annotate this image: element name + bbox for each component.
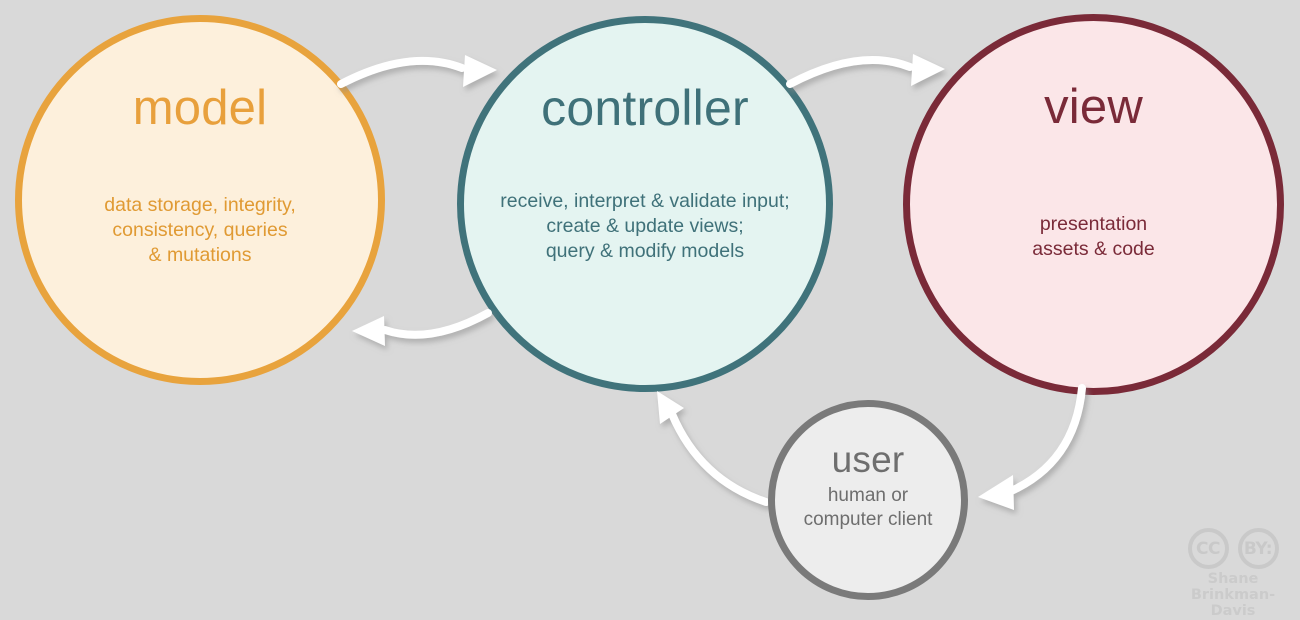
node-model-desc-line: data storage, integrity,: [104, 194, 296, 216]
node-view-desc-line: presentation: [1039, 213, 1148, 235]
attribution-badge: CC BY: Shane Brinkman-Davis: [1174, 528, 1292, 620]
arrow-model-to-controller: [337, 55, 497, 88]
node-user-desc-line: human or: [827, 485, 909, 506]
node-view-desc-line: assets & code: [1032, 237, 1155, 260]
attribution-name-line: Shane: [1207, 571, 1259, 587]
cc-icon: CC: [1187, 528, 1229, 569]
node-model-desc-line: consistency, queries: [112, 218, 288, 241]
cc-by-icon: BY:: [1237, 528, 1279, 569]
node-controller[interactable]: controller receive, interpret & validate…: [457, 16, 833, 392]
node-model-description: data storage, integrity, consistency, qu…: [104, 193, 296, 268]
node-user-desc-line: computer client: [803, 509, 933, 531]
node-model-desc-line: & mutations: [148, 243, 252, 266]
node-view[interactable]: view presentation assets & code: [903, 14, 1284, 395]
node-user-title: user: [831, 439, 905, 480]
node-controller-desc-line: query & modify models: [545, 239, 745, 262]
node-model-title: model: [132, 81, 268, 135]
arrow-controller-to-model: [352, 309, 492, 346]
node-controller-description: receive, interpret & validate input; cre…: [500, 189, 789, 264]
node-controller-desc-line: receive, interpret & validate input;: [500, 190, 790, 212]
node-user[interactable]: user human or computer client: [768, 400, 968, 600]
node-controller-desc-line: create & update views;: [546, 214, 744, 237]
node-view-description: presentation assets & code: [1032, 212, 1154, 262]
arrow-user-to-controller: [657, 391, 770, 506]
node-controller-title: controller: [541, 80, 749, 136]
creative-commons-marks: CC BY:: [1187, 528, 1279, 569]
arrow-view-to-user: [978, 384, 1086, 510]
node-view-title: view: [1044, 80, 1143, 134]
node-user-description: human or computer client: [804, 484, 933, 533]
attribution-name-line: Brinkman-Davis: [1190, 587, 1276, 620]
node-model[interactable]: model data storage, integrity, consisten…: [15, 15, 385, 385]
arrow-controller-to-view: [786, 54, 945, 88]
attribution-name: Shane Brinkman-Davis: [1174, 571, 1292, 620]
